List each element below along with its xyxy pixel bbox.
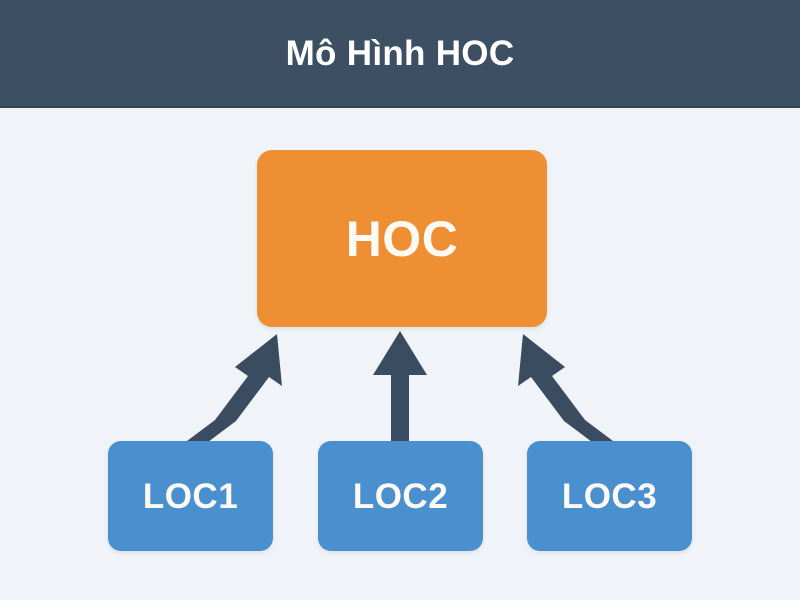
node-loc2-label: LOC2 bbox=[352, 476, 449, 516]
node-hoc[interactable]: HOC bbox=[257, 150, 547, 327]
connector-loc1-to-hoc bbox=[183, 334, 282, 445]
node-loc1-label: LOC1 bbox=[142, 476, 239, 516]
page-title: Mô Hình HOC bbox=[285, 33, 515, 73]
node-loc2[interactable]: LOC2 bbox=[318, 441, 483, 551]
node-loc3-label: LOC3 bbox=[561, 476, 658, 516]
node-hoc-label: HOC bbox=[345, 210, 459, 267]
node-loc3[interactable]: LOC3 bbox=[527, 441, 692, 551]
connector-loc3-to-hoc bbox=[518, 334, 617, 445]
node-loc1[interactable]: LOC1 bbox=[108, 441, 273, 551]
diagram-canvas: HOC LOC1 LOC2 LOC3 bbox=[0, 110, 800, 600]
connector-loc2-to-hoc bbox=[373, 331, 427, 444]
page-header: Mô Hình HOC bbox=[0, 0, 800, 108]
